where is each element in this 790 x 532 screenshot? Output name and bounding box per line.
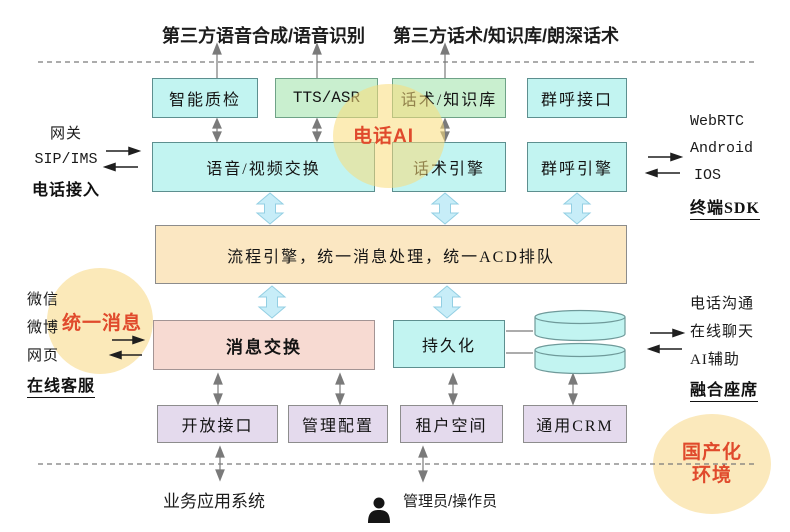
weibo-label: 微博 [27,320,60,336]
online-chat-label: 在线聊天 [690,324,755,340]
third-party-script-label: 第三方话术/知识库/朗深话术 [393,26,620,46]
up-arrow-to-script-label [440,42,450,78]
localization-line1: 国产化 [681,442,742,463]
phone-access-arrows [102,146,142,172]
database-cylinder-top [534,309,626,342]
webrtc-label: WebRTC [690,113,745,130]
box-quality-check: 智能质检 [152,78,258,118]
box-script-kb: 话术/知识库 [392,78,506,118]
database-cylinder-bottom [534,342,626,375]
fusion-agent-arrows [646,328,686,354]
fusion-agent-labels: 电话沟通 在线聊天 AI辅助 融合座席 [690,292,759,402]
unified-message-halo [47,268,153,374]
box-generic-crm: 通用CRM [523,405,627,443]
box-tenant-space: 租户空间 [400,405,503,443]
box-open-api: 开放接口 [157,405,278,443]
phone-chat-label: 电话沟通 [690,296,755,312]
thin-double-arrows-row3-row4 [213,372,578,406]
box-core-engine: 流程引擎，统一消息处理，统一ACD排队 [155,225,627,284]
business-system-label: 业务应用系统 [163,492,265,511]
online-service-label: 在线客服 [27,372,96,398]
box-av-switch: 语音/视频交换 [152,142,375,192]
box-persistence: 持久化 [393,320,505,368]
terminal-sdk-label: 终端SDK [690,194,760,220]
thin-double-arrows-bottom-boundary [215,445,428,483]
localization-line2: 环境 [691,465,732,486]
persistence-db-connectors [506,330,533,354]
person-icon [368,497,390,523]
android-label: Android [690,140,754,157]
up-arrow-to-speech-label [212,42,322,78]
phone-access-label: 电话接入 [31,182,100,199]
box-admin-config: 管理配置 [288,405,388,443]
fat-double-arrows-core-row3 [257,285,462,319]
box-group-call-engine: 群呼引擎 [527,142,627,192]
terminal-sdk-arrows [644,152,684,178]
ios-label: IOS [694,167,722,184]
fusion-agent-label: 融合座席 [690,376,759,402]
wechat-label: 微信 [27,292,60,308]
box-group-call-api: 群呼接口 [527,78,627,118]
web-label: 网页 [27,348,60,364]
box-tts-asr: TTS/ASR [275,78,378,118]
online-service-arrows [108,335,146,360]
box-script-engine: 话术引擎 [392,142,506,192]
gateway-label: 网关 [49,126,82,142]
localization-tag: 国产化 环境 [652,441,772,487]
box-message-exchange: 消息交换 [153,320,375,370]
sip-ims-label: SIP/IMS [34,151,98,168]
fat-double-arrows-row2-core [255,192,592,225]
admin-operator-label: 管理员/操作员 [403,493,498,510]
phone-access-labels: 网关 SIP/IMS 电话接入 [16,122,116,200]
third-party-speech-label: 第三方语音合成/语音识别 [162,26,365,46]
online-service-labels: 微信 微博 网页 在线客服 [27,288,96,398]
unified-message-tag: 统一消息 [62,313,143,334]
phone-ai-tag: 电话AI [353,126,415,147]
terminal-sdk-labels: WebRTC Android IOS 终端SDK [690,113,760,220]
ai-assist-label: AI辅助 [690,352,740,368]
